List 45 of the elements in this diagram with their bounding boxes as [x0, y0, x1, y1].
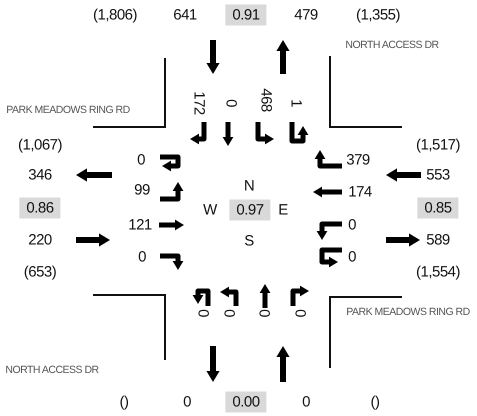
peak-hour-factor: 0.00: [225, 392, 267, 412]
volume-label: (1,067): [18, 138, 62, 152]
volume-label: 0: [183, 394, 191, 410]
turn-volume: 468: [258, 88, 274, 112]
volume-label: 553: [426, 168, 450, 182]
peak-hour-factor: 0.86: [19, 198, 61, 218]
volume-label: (): [120, 394, 128, 410]
turn-volume: 99: [134, 182, 150, 198]
turn-volume: 0: [196, 309, 210, 317]
street-name: PARK MEADOWS RING RD: [6, 104, 130, 116]
volume-label: 589: [426, 232, 450, 248]
volume-label: 479: [294, 8, 318, 22]
volume-label: 0: [302, 394, 310, 410]
turn-volume: 379: [346, 152, 370, 168]
compass-label: E: [278, 202, 288, 218]
peak-hour-factor: 0.97: [229, 200, 271, 220]
turn-volume: 0: [256, 309, 272, 317]
volume-label: (1,554): [416, 264, 460, 280]
volume-label: 641: [173, 8, 197, 22]
volume-label: (1,517): [416, 138, 460, 152]
turn-volume: 0: [348, 218, 356, 232]
compass-label: W: [203, 202, 217, 218]
turn-volume: 0: [348, 250, 356, 264]
volume-label: 220: [28, 232, 52, 248]
volume-label: 346: [28, 168, 52, 182]
turn-volume: 0: [224, 99, 238, 107]
street-name: NORTH ACCESS DR: [5, 364, 99, 376]
turn-volume: 174: [348, 184, 372, 200]
turn-volume: 1: [288, 99, 304, 107]
street-name: NORTH ACCESS DR: [345, 40, 439, 50]
volume-label: (1,355): [356, 8, 400, 22]
turn-volume: 0: [222, 309, 236, 317]
volume-label: (653): [24, 264, 56, 280]
turn-volume: 0: [137, 152, 145, 168]
turn-volume: 121: [128, 218, 152, 232]
volume-label: (): [370, 394, 380, 410]
turn-volume: 172: [192, 91, 206, 115]
peak-hour-factor: 0.91: [225, 4, 267, 26]
turn-volume: 0: [138, 250, 146, 264]
street-name: PARK MEADOWS RING RD: [346, 306, 470, 318]
compass-label: S: [244, 234, 254, 248]
volume-label: (1,806): [92, 8, 138, 22]
turn-volume: 0: [292, 309, 308, 317]
peak-hour-factor: 0.85: [417, 198, 459, 218]
compass-label: N: [244, 178, 254, 194]
